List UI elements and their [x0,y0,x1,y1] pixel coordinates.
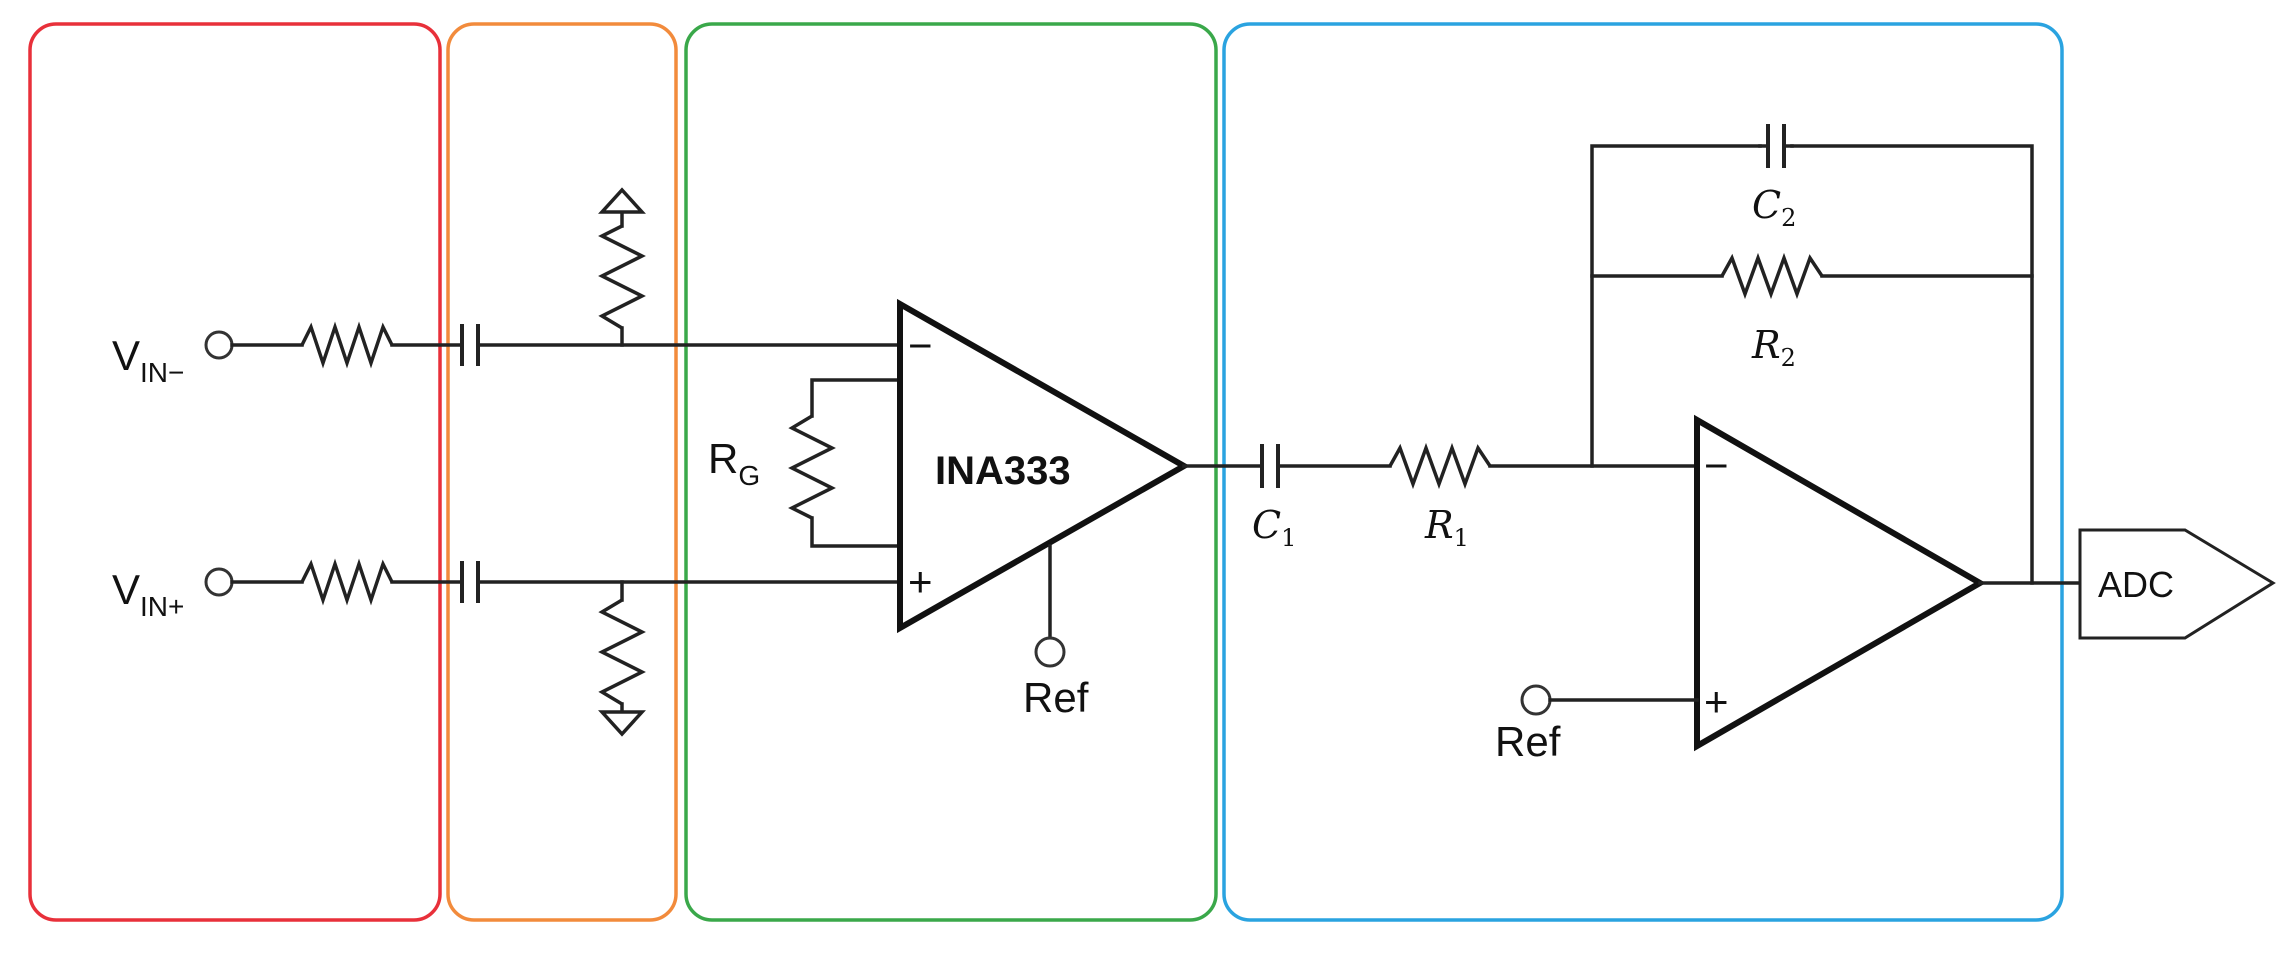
bias-stage-box [446,22,678,922]
vin-plus-path [204,558,902,737]
input-resistor-bottom [300,558,394,606]
vin-minus-path [204,187,902,369]
c1-label: C1 [1252,503,1296,552]
opamp-inverting-sign: − [1704,442,1729,489]
resistor-r1 [1388,442,1492,490]
ref-ina-label: Ref [1023,674,1089,721]
bias-resistor-top [598,224,646,330]
rg-label: RG [708,435,760,491]
vin-minus-label: VIN− [112,332,184,388]
adc-label: ADC [2098,564,2174,605]
input-resistor-top [300,321,394,369]
vin-plus-label: VIN+ [112,566,184,622]
r1-label: R1 [1424,503,1469,552]
bias-resistor-bottom [598,598,646,706]
ref-opamp-terminal[interactable] [1520,684,1552,716]
gain-resistor [788,378,902,548]
input-capacitor-top [460,324,480,366]
ina-stage-box [684,22,1218,922]
r2-label: R2 [1751,323,1796,372]
ina-inverting-sign: − [908,322,933,369]
opamp-noninverting-sign: + [1704,678,1729,725]
ref-opamp-label: Ref [1495,718,1561,765]
input-capacitor-bottom [460,561,480,603]
capacitor-c2 [1766,124,1786,168]
ref-ina-terminal[interactable] [1034,636,1066,668]
resistor-r2 [1720,252,1824,300]
op-amp [1694,414,1987,752]
c2-label: C2 [1752,183,1796,232]
filter-stage-box [1222,22,2064,922]
ina333-amplifier [897,298,1191,634]
ground-bottom-icon [598,710,646,737]
adc-block [2078,528,2276,640]
ground-top-icon [598,187,646,214]
ina333-label: INA333 [935,449,1071,493]
capacitor-c1 [1260,444,1280,488]
input-stage-box [28,22,442,922]
vin-plus-terminal[interactable] [204,567,234,597]
vin-minus-terminal[interactable] [204,330,234,360]
ina-noninverting-sign: + [908,558,933,605]
